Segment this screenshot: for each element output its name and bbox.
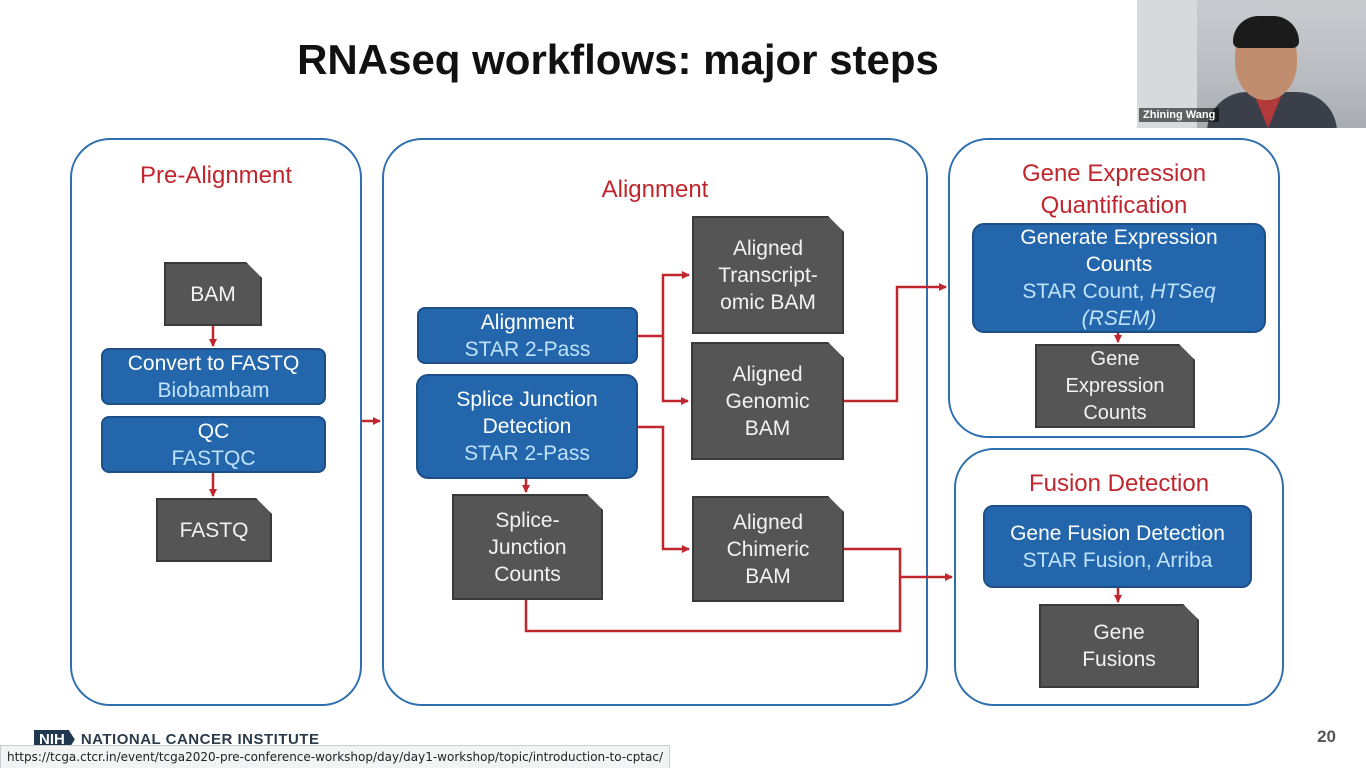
step-tool: STAR 2-Pass <box>464 442 590 465</box>
doc-line-2: Genomic <box>725 389 810 413</box>
doc-splice-junction-counts: Splice- Junction Counts <box>452 494 603 600</box>
webcam-video: Zhining Wang <box>1137 0 1366 128</box>
arrow-alignment-to-transcriptomic <box>638 271 690 338</box>
doc-fastq-label: FASTQ <box>179 518 249 542</box>
doc-line-1: Gene <box>1090 347 1140 370</box>
presenter-name: Zhining Wang <box>1139 108 1220 122</box>
status-bar-url: https://tcga.ctcr.in/event/tcga2020-pre-… <box>0 745 671 768</box>
slide-title: RNAseq workflows: major steps <box>297 36 939 83</box>
doc-gene-fusions: Gene Fusions <box>1039 604 1199 688</box>
arrow-alignment-to-genomic <box>661 336 689 405</box>
group-title-alignment: Alignment <box>601 176 709 203</box>
step-generate-expression-counts: Generate Expression Counts STAR Count, H… <box>972 223 1266 333</box>
arrow-genomic-to-expression <box>844 283 947 403</box>
tool-name: STAR Count, <box>1022 280 1151 303</box>
step-alignment: Alignment STAR 2-Pass <box>417 307 638 364</box>
arrow-chimeric-to-fusion <box>844 547 953 581</box>
doc-line-3: BAM <box>744 416 791 440</box>
group-title-line-1: Gene Expression <box>1021 160 1207 187</box>
doc-aligned-transcriptomic-bam: Aligned Transcript- omic BAM <box>692 216 844 334</box>
doc-fastq: FASTQ <box>156 498 272 562</box>
step-label-1: Splice Junction <box>456 388 598 411</box>
group-title-line-2: Quantification <box>1040 192 1188 219</box>
tool-name-italic-2: (RSEM) <box>1081 307 1157 330</box>
nih-logo: NIH <box>34 730 75 749</box>
doc-line-1: Gene <box>1093 621 1145 644</box>
arrow-counts-to-fusion <box>524 577 902 633</box>
step-splice-junction-detection: Splice Junction Detection STAR 2-Pass <box>416 374 638 479</box>
doc-line-2: Fusions <box>1082 648 1156 671</box>
doc-bam-label: BAM <box>190 282 236 306</box>
step-tool: STAR Count, HTSeq <box>974 278 1264 305</box>
doc-line-1: Splice- <box>495 508 560 532</box>
page-number: 20 <box>1317 727 1336 746</box>
doc-line-2: Transcript- <box>718 263 818 287</box>
doc-line-3: Counts <box>1083 401 1147 424</box>
step-tool: FASTQC <box>171 446 256 470</box>
nih-footer: NIH NATIONAL CANCER INSTITUTE <box>34 730 319 749</box>
step-qc: QC FASTQC <box>101 416 326 473</box>
doc-line-3: Counts <box>494 562 561 586</box>
step-convert-to-fastq: Convert to FASTQ Biobambam <box>101 348 326 405</box>
group-title-pre-alignment: Pre-Alignment <box>139 162 293 189</box>
step-label: Alignment <box>480 310 575 334</box>
group-title-fusion: Fusion Detection <box>1028 470 1210 497</box>
arrow-splice-to-chimeric <box>638 425 690 553</box>
step-label: QC <box>197 419 230 443</box>
doc-line-2: Expression <box>1065 374 1165 397</box>
doc-line-1: Aligned <box>732 236 804 260</box>
doc-line-2: Junction <box>488 535 567 559</box>
doc-line-3: BAM <box>745 564 791 588</box>
doc-line-1: Aligned <box>732 510 804 534</box>
doc-gene-expression-counts: Gene Expression Counts <box>1035 344 1195 428</box>
doc-aligned-chimeric-bam: Aligned Chimeric BAM <box>692 496 844 602</box>
step-tool-2: (RSEM) <box>974 305 1264 332</box>
institute-name: NATIONAL CANCER INSTITUTE <box>80 731 320 748</box>
step-gene-fusion-detection: Gene Fusion Detection STAR Fusion, Arrib… <box>983 505 1252 588</box>
step-label: Gene Fusion Detection <box>1010 521 1225 545</box>
step-label-2: Counts <box>1085 253 1153 276</box>
doc-bam: BAM <box>164 262 262 326</box>
step-tool: Biobambam <box>157 378 270 402</box>
tool-name-italic: HTSeq <box>1150 280 1216 303</box>
doc-aligned-genomic-bam: Aligned Genomic BAM <box>691 342 844 460</box>
step-tool: STAR 2-Pass <box>464 337 591 361</box>
step-tool: STAR Fusion, Arriba <box>1022 548 1213 572</box>
doc-line-1: Aligned <box>732 362 803 386</box>
step-label-2: Detection <box>482 415 572 438</box>
group-title-expression: Gene Expression Quantification <box>950 158 1278 222</box>
step-label: Convert to FASTQ <box>127 351 300 375</box>
step-label-1: Generate Expression <box>1020 226 1218 249</box>
doc-line-3: omic BAM <box>720 290 816 314</box>
doc-line-2: Chimeric <box>726 537 810 561</box>
